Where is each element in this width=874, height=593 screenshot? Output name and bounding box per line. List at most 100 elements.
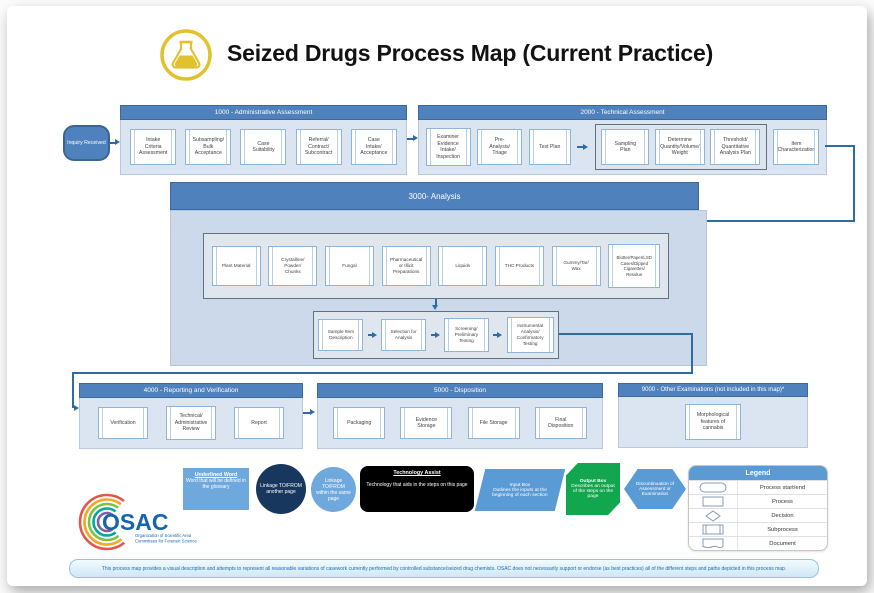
flow-arrow-icon — [430, 332, 440, 338]
arrowhead-icon — [310, 409, 315, 415]
key-input-box-title: Input Box — [509, 482, 531, 488]
legend-row-label: Process start/end — [759, 484, 806, 491]
connector-line — [853, 145, 855, 222]
legend-row: Process — [689, 494, 827, 508]
key-output-box-desc: Describes an output of the steps on the … — [571, 484, 615, 499]
subprocess-box: Plant Material — [211, 246, 261, 286]
connector-line — [825, 145, 855, 147]
legend-row-label: Process — [772, 498, 793, 505]
section-1000-panel: 1000 - Administrative Assessment Intake … — [120, 105, 407, 175]
flow-arrow-icon — [367, 332, 377, 338]
subprocess-shape-icon — [689, 523, 738, 536]
subprocess-box: Final Disposition — [534, 407, 587, 439]
subprocess-box: Blotter/Paper/LSD Cases/Dipped Cigarette… — [608, 244, 661, 288]
disclaimer-bar: This process map provides a visual descr… — [69, 559, 819, 578]
subprocess-box: Subsampling/ Bulk Acceptance — [185, 129, 232, 165]
subprocess-box: Evidence Storage — [400, 407, 453, 439]
legend-row-label: Document — [769, 540, 796, 547]
subprocess-box: Case Suitability — [240, 129, 287, 165]
connector-line — [691, 333, 693, 374]
subprocess-box: Item Characterization — [773, 129, 820, 165]
osac-logo: OSAC Organization of Scientific Area Com… — [77, 490, 217, 561]
subprocess-box: THC Products — [494, 246, 544, 286]
key-discontinuation-hexagon: Discontinuation of Assessment or Examina… — [624, 469, 686, 509]
legend-row-label: Decision — [771, 512, 794, 519]
legend-row: Decision — [689, 508, 827, 522]
subprocess-box: Morphological features of cannabis — [685, 404, 741, 440]
subprocess-box: Liquids — [438, 246, 488, 286]
legend-row: Subprocess — [689, 522, 827, 536]
key-underlined-word-desc: Word that will be defined in the glossar… — [186, 478, 246, 490]
subprocess-box: Pharmaceutical or Illicit Preparations — [381, 246, 431, 286]
connector-line — [72, 372, 74, 408]
arrowhead-icon — [74, 405, 79, 411]
page-title: Seized Drugs Process Map (Current Practi… — [227, 40, 714, 66]
section-9000-panel: 9000 - Other Examinations (not included … — [618, 383, 808, 448]
key-output-box-title: Output Box — [579, 479, 607, 484]
subprocess-box: Screening/ Preliminary Testing — [443, 318, 489, 352]
key-underlined-word-title: Underlined Word — [194, 472, 238, 478]
section-3000-panel: 3000- Analysis — [170, 182, 699, 210]
subprocess-box: Determine Quantity/Volume/ Weight — [654, 129, 705, 165]
subprocess-box: Verification — [98, 407, 148, 439]
title-bar: Seized Drugs Process Map (Current Practi… — [7, 6, 867, 92]
section-1000-header: 1000 - Administrative Assessment — [120, 105, 407, 120]
key-technology-assist: Technology Assist Technology that aids i… — [360, 466, 474, 512]
connector-line — [407, 138, 414, 140]
subprocess-box: Technical/ Administrative Review — [166, 406, 216, 440]
key-technology-assist-title: Technology Assist — [393, 470, 441, 476]
key-linkage-same-page-label: Linkage TO/FROM within the same page — [316, 477, 351, 502]
section-3000-header: 3000- Analysis — [170, 182, 699, 210]
section-2000-panel: 2000 - Technical Assessment Examiner Evi… — [418, 105, 827, 175]
section-5000-panel: 5000 - Disposition Packaging Evidence St… — [317, 383, 603, 449]
flow-arrow-icon — [493, 332, 503, 338]
key-output-box: Output Box Describes an output of the st… — [566, 463, 620, 515]
key-underlined-word: Underlined Word Word that will be define… — [183, 468, 249, 510]
section-5000-header: 5000 - Disposition — [317, 383, 603, 398]
subprocess-box: Gummy/Tar/ Wax — [551, 246, 601, 286]
flask-icon — [160, 29, 212, 81]
subprocess-box: Packaging — [333, 407, 386, 439]
section-4000-panel: 4000 - Reporting and Verification Verifi… — [79, 383, 303, 449]
key-input-box-desc: Outlines the inputs at the beginning of … — [492, 487, 548, 498]
key-input-box: Input Box Outlines the inputs at the beg… — [474, 469, 566, 511]
subprocess-box: File Storage — [467, 407, 520, 439]
osac-caption-line1: Organization of Scientific Area — [135, 533, 192, 538]
process-shape-icon — [689, 495, 738, 508]
process-map-page: Seized Drugs Process Map (Current Practi… — [7, 6, 867, 586]
subprocess-box: Sample Item Description — [318, 319, 364, 351]
subprocess-box: Threshold/ Quantitative Analysis Plan — [710, 129, 761, 165]
subprocess-box: Report — [234, 407, 284, 439]
connector-line — [303, 412, 311, 414]
decision-shape-icon — [689, 509, 738, 522]
section-9000-header: 9000 - Other Examinations (not included … — [618, 383, 808, 397]
legend-row-label: Subprocess — [767, 526, 798, 533]
connector-line — [435, 299, 437, 306]
legend-table: Legend Process start/end Process Decisio… — [688, 465, 828, 551]
section-2000-header: 2000 - Technical Assessment — [418, 105, 827, 120]
subprocess-box: Fungal — [324, 246, 374, 286]
subprocess-box: Case Intake/ Acceptance — [350, 129, 397, 165]
start-node-inquiry-received: Inquiry Received — [63, 125, 110, 161]
subprocess-box: Test Plan — [528, 129, 571, 165]
connector-line — [72, 372, 693, 374]
arrowhead-icon — [432, 305, 438, 310]
document-shape-icon — [689, 537, 738, 550]
sampling-group-box: Sampling Plan Determine Quantity/Volume/… — [594, 124, 767, 170]
arrowhead-icon — [413, 135, 418, 141]
key-linkage-other-page-label: Linkage TO/FROM another page — [260, 483, 302, 495]
osac-caption-line2: Committees for Forensic Science — [135, 539, 197, 544]
key-linkage-other-page: Linkage TO/FROM another page — [256, 464, 306, 514]
subprocess-box: Sampling Plan — [601, 129, 650, 165]
flow-arrow-icon — [577, 144, 589, 150]
analysis-steps-group-box: Sample Item Description Selection for An… — [313, 311, 559, 359]
key-technology-assist-desc: Technology that aids in the steps on thi… — [366, 482, 468, 488]
subprocess-box: Crystalline/ Powder/ Chunks — [268, 246, 318, 286]
connector-line — [110, 142, 116, 144]
key-discontinuation-label: Discontinuation of Assessment or Examina… — [635, 481, 675, 497]
legend-row: Process start/end — [689, 480, 827, 494]
connector-line — [559, 333, 693, 335]
legend-row: Document — [689, 536, 827, 550]
arrowhead-icon — [115, 139, 120, 145]
subprocess-box: Examiner Evidence Intake/ Inspection — [425, 128, 471, 166]
